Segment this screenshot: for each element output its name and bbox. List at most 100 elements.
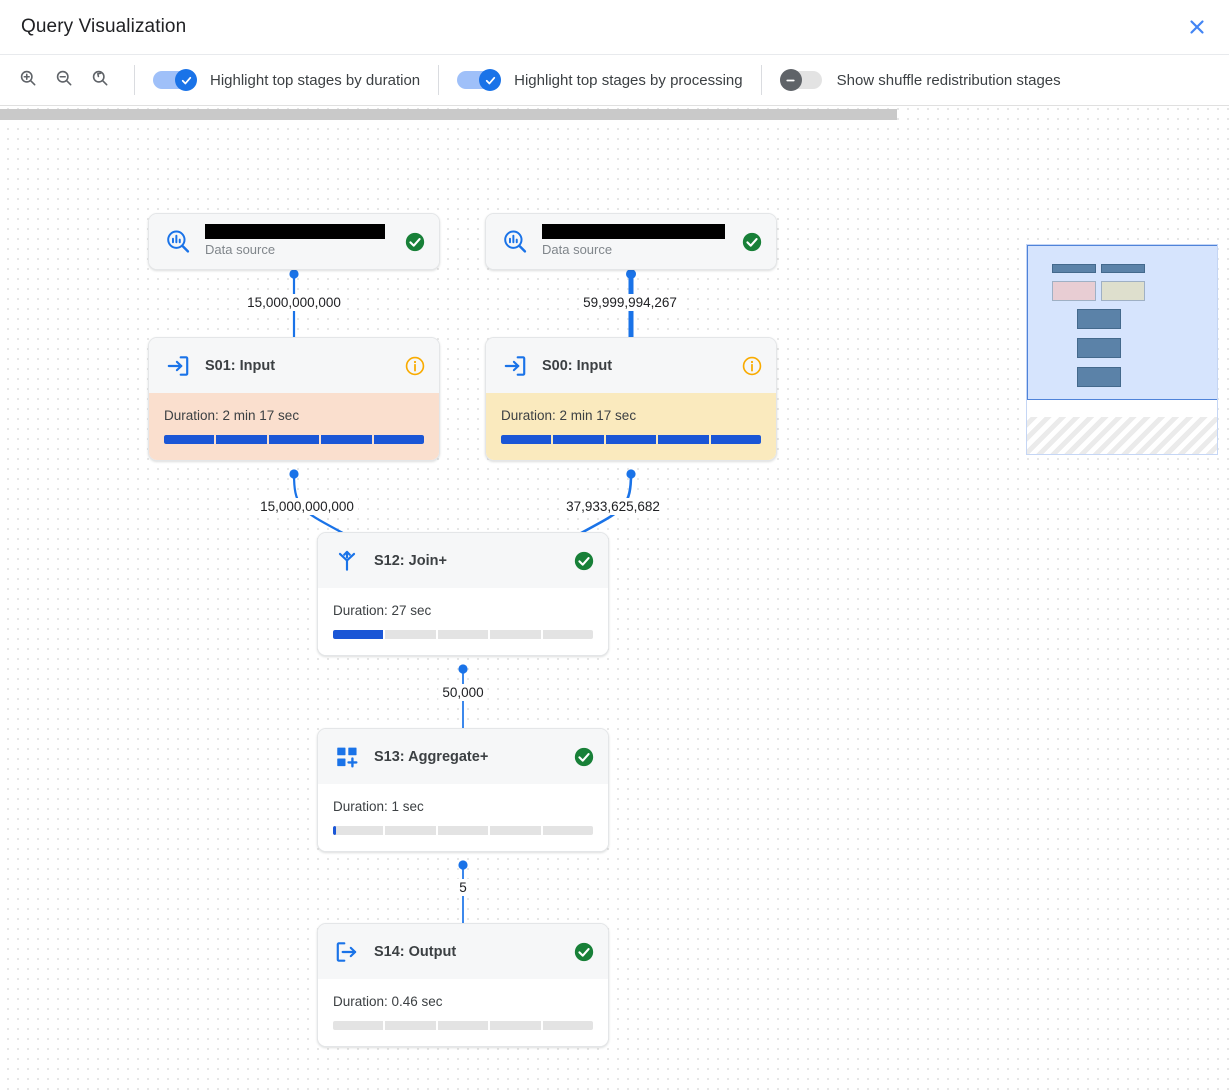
node-body: Duration: 27 sec	[318, 588, 608, 655]
minimap-hatched-area	[1027, 417, 1217, 454]
node-title: S13: Aggregate+	[374, 748, 489, 765]
minimap-node	[1101, 264, 1145, 273]
join-icon	[332, 546, 362, 576]
node-title-group: Data source	[205, 224, 404, 259]
zoom-out-icon	[54, 68, 74, 93]
input-icon	[163, 351, 193, 381]
toggle-label-shuffle: Show shuffle redistribution stages	[836, 71, 1061, 89]
progress-bar	[333, 1021, 593, 1030]
node-header: S00: Input	[486, 338, 776, 393]
edge-label: 5	[455, 879, 471, 896]
status-badge-info[interactable]	[741, 355, 763, 377]
node-title: S14: Output	[374, 943, 457, 960]
progress-fill	[333, 826, 336, 835]
page-title: Query Visualization	[21, 16, 187, 37]
node-header: S01: Input	[149, 338, 439, 393]
progress-fill	[333, 630, 385, 639]
node-duration: Duration: 0.46 sec	[333, 994, 443, 1009]
close-icon	[1186, 16, 1208, 38]
minimap-node	[1077, 309, 1121, 329]
dot-grid-background	[0, 106, 1229, 1090]
node-body: Duration: 1 sec	[318, 784, 608, 851]
node-stage-s01-input[interactable]: S01: Input Duration: 2 min 17 sec	[148, 337, 440, 461]
zoom-reset-icon	[90, 68, 110, 93]
switch-thumb	[175, 69, 197, 91]
data-source-icon	[163, 227, 193, 257]
switch-thumb	[479, 69, 502, 91]
node-title-group: S12: Join+	[374, 552, 573, 570]
progress-ticks	[501, 435, 761, 444]
progress-bar	[333, 826, 593, 835]
node-duration: Duration: 2 min 17 sec	[164, 408, 300, 423]
toggle-highlight-duration[interactable]: Highlight top stages by duration	[135, 55, 438, 105]
zoom-in-button[interactable]	[12, 64, 44, 96]
aggregate-icon	[332, 742, 362, 772]
toggle-highlight-processing[interactable]: Highlight top stages by processing	[439, 55, 760, 105]
node-stage-s00-input[interactable]: S00: Input Duration: 2 min 17 sec	[485, 337, 777, 461]
toggle-show-shuffle[interactable]: Show shuffle redistribution stages	[762, 55, 1079, 105]
minimap-node	[1101, 281, 1145, 301]
toolbar: Highlight top stages by duration Highlig…	[0, 54, 1229, 106]
node-title-group: Data source	[542, 224, 741, 259]
node-header: S14: Output	[318, 924, 608, 979]
node-subtitle: Data source	[542, 242, 613, 257]
progress-ticks	[333, 630, 593, 639]
window-titlebar: Query Visualization	[0, 0, 1229, 54]
progress-fill	[164, 435, 424, 444]
minimap-node	[1077, 338, 1121, 358]
node-title-group: S13: Aggregate+	[374, 748, 573, 766]
node-title: S00: Input	[542, 357, 613, 374]
node-duration: Duration: 27 sec	[333, 603, 432, 618]
node-header: S13: Aggregate+	[318, 729, 608, 784]
zoom-out-button[interactable]	[48, 64, 80, 96]
progress-ticks	[333, 1021, 593, 1030]
toggle-switch-processing[interactable]	[457, 69, 502, 91]
node-data-source-2[interactable]: Data source	[485, 213, 777, 270]
node-title-group: S00: Input	[542, 357, 741, 375]
node-title: S12: Join+	[374, 552, 447, 569]
toggle-label-duration: Highlight top stages by duration	[210, 71, 421, 89]
redacted-title-bar	[205, 224, 385, 239]
node-header: Data source	[149, 214, 439, 269]
redacted-title-bar	[542, 224, 725, 239]
node-stage-s12-join[interactable]: S12: Join+ Duration: 27 sec	[317, 532, 609, 656]
node-stage-s13-aggregate[interactable]: S13: Aggregate+ Duration: 1 sec	[317, 728, 609, 852]
status-badge-success	[573, 550, 595, 572]
toolbar-divider-2	[438, 65, 440, 95]
edge-label: 15,000,000,000	[256, 498, 358, 515]
progress-ticks	[164, 435, 424, 444]
progress-bar	[333, 630, 593, 639]
toolbar-divider-3	[760, 65, 762, 95]
status-badge-success	[573, 746, 595, 768]
toggle-switch-shuffle[interactable]	[779, 69, 824, 91]
node-subtitle: Data source	[205, 242, 276, 257]
status-badge-success	[404, 231, 426, 253]
horizontal-scrollbar[interactable]	[0, 109, 897, 120]
status-badge-info[interactable]	[404, 355, 426, 377]
node-body: Duration: 2 min 17 sec	[149, 393, 439, 460]
node-title-group: S01: Input	[205, 357, 404, 375]
node-title-group: S14: Output	[374, 943, 573, 961]
edge-label: 15,000,000,000	[243, 294, 345, 311]
graph-canvas[interactable]: 15,000,000,000 59,999,994,267 15,000,000…	[0, 106, 1229, 1090]
node-body: Duration: 2 min 17 sec	[486, 393, 776, 460]
node-data-source-1[interactable]: Data source	[148, 213, 440, 270]
zoom-reset-button[interactable]	[84, 64, 116, 96]
node-stage-s14-output[interactable]: S14: Output Duration: 0.46 sec	[317, 923, 609, 1047]
output-icon	[332, 937, 362, 967]
progress-ticks	[333, 826, 593, 835]
toggle-switch-duration[interactable]	[153, 69, 197, 91]
toggle-label-processing: Highlight top stages by processing	[514, 71, 743, 89]
node-duration: Duration: 2 min 17 sec	[501, 408, 637, 423]
node-title: S01: Input	[205, 357, 276, 374]
toolbar-divider-1	[134, 65, 135, 95]
minimap[interactable]	[1026, 244, 1218, 455]
minimap-node	[1052, 264, 1096, 273]
minimap-viewport[interactable]	[1027, 245, 1217, 400]
progress-bar	[164, 435, 424, 444]
input-icon	[500, 351, 530, 381]
data-source-icon	[500, 227, 530, 257]
node-duration: Duration: 1 sec	[333, 799, 424, 814]
close-button[interactable]	[1179, 9, 1215, 45]
node-header: S12: Join+	[318, 533, 608, 588]
